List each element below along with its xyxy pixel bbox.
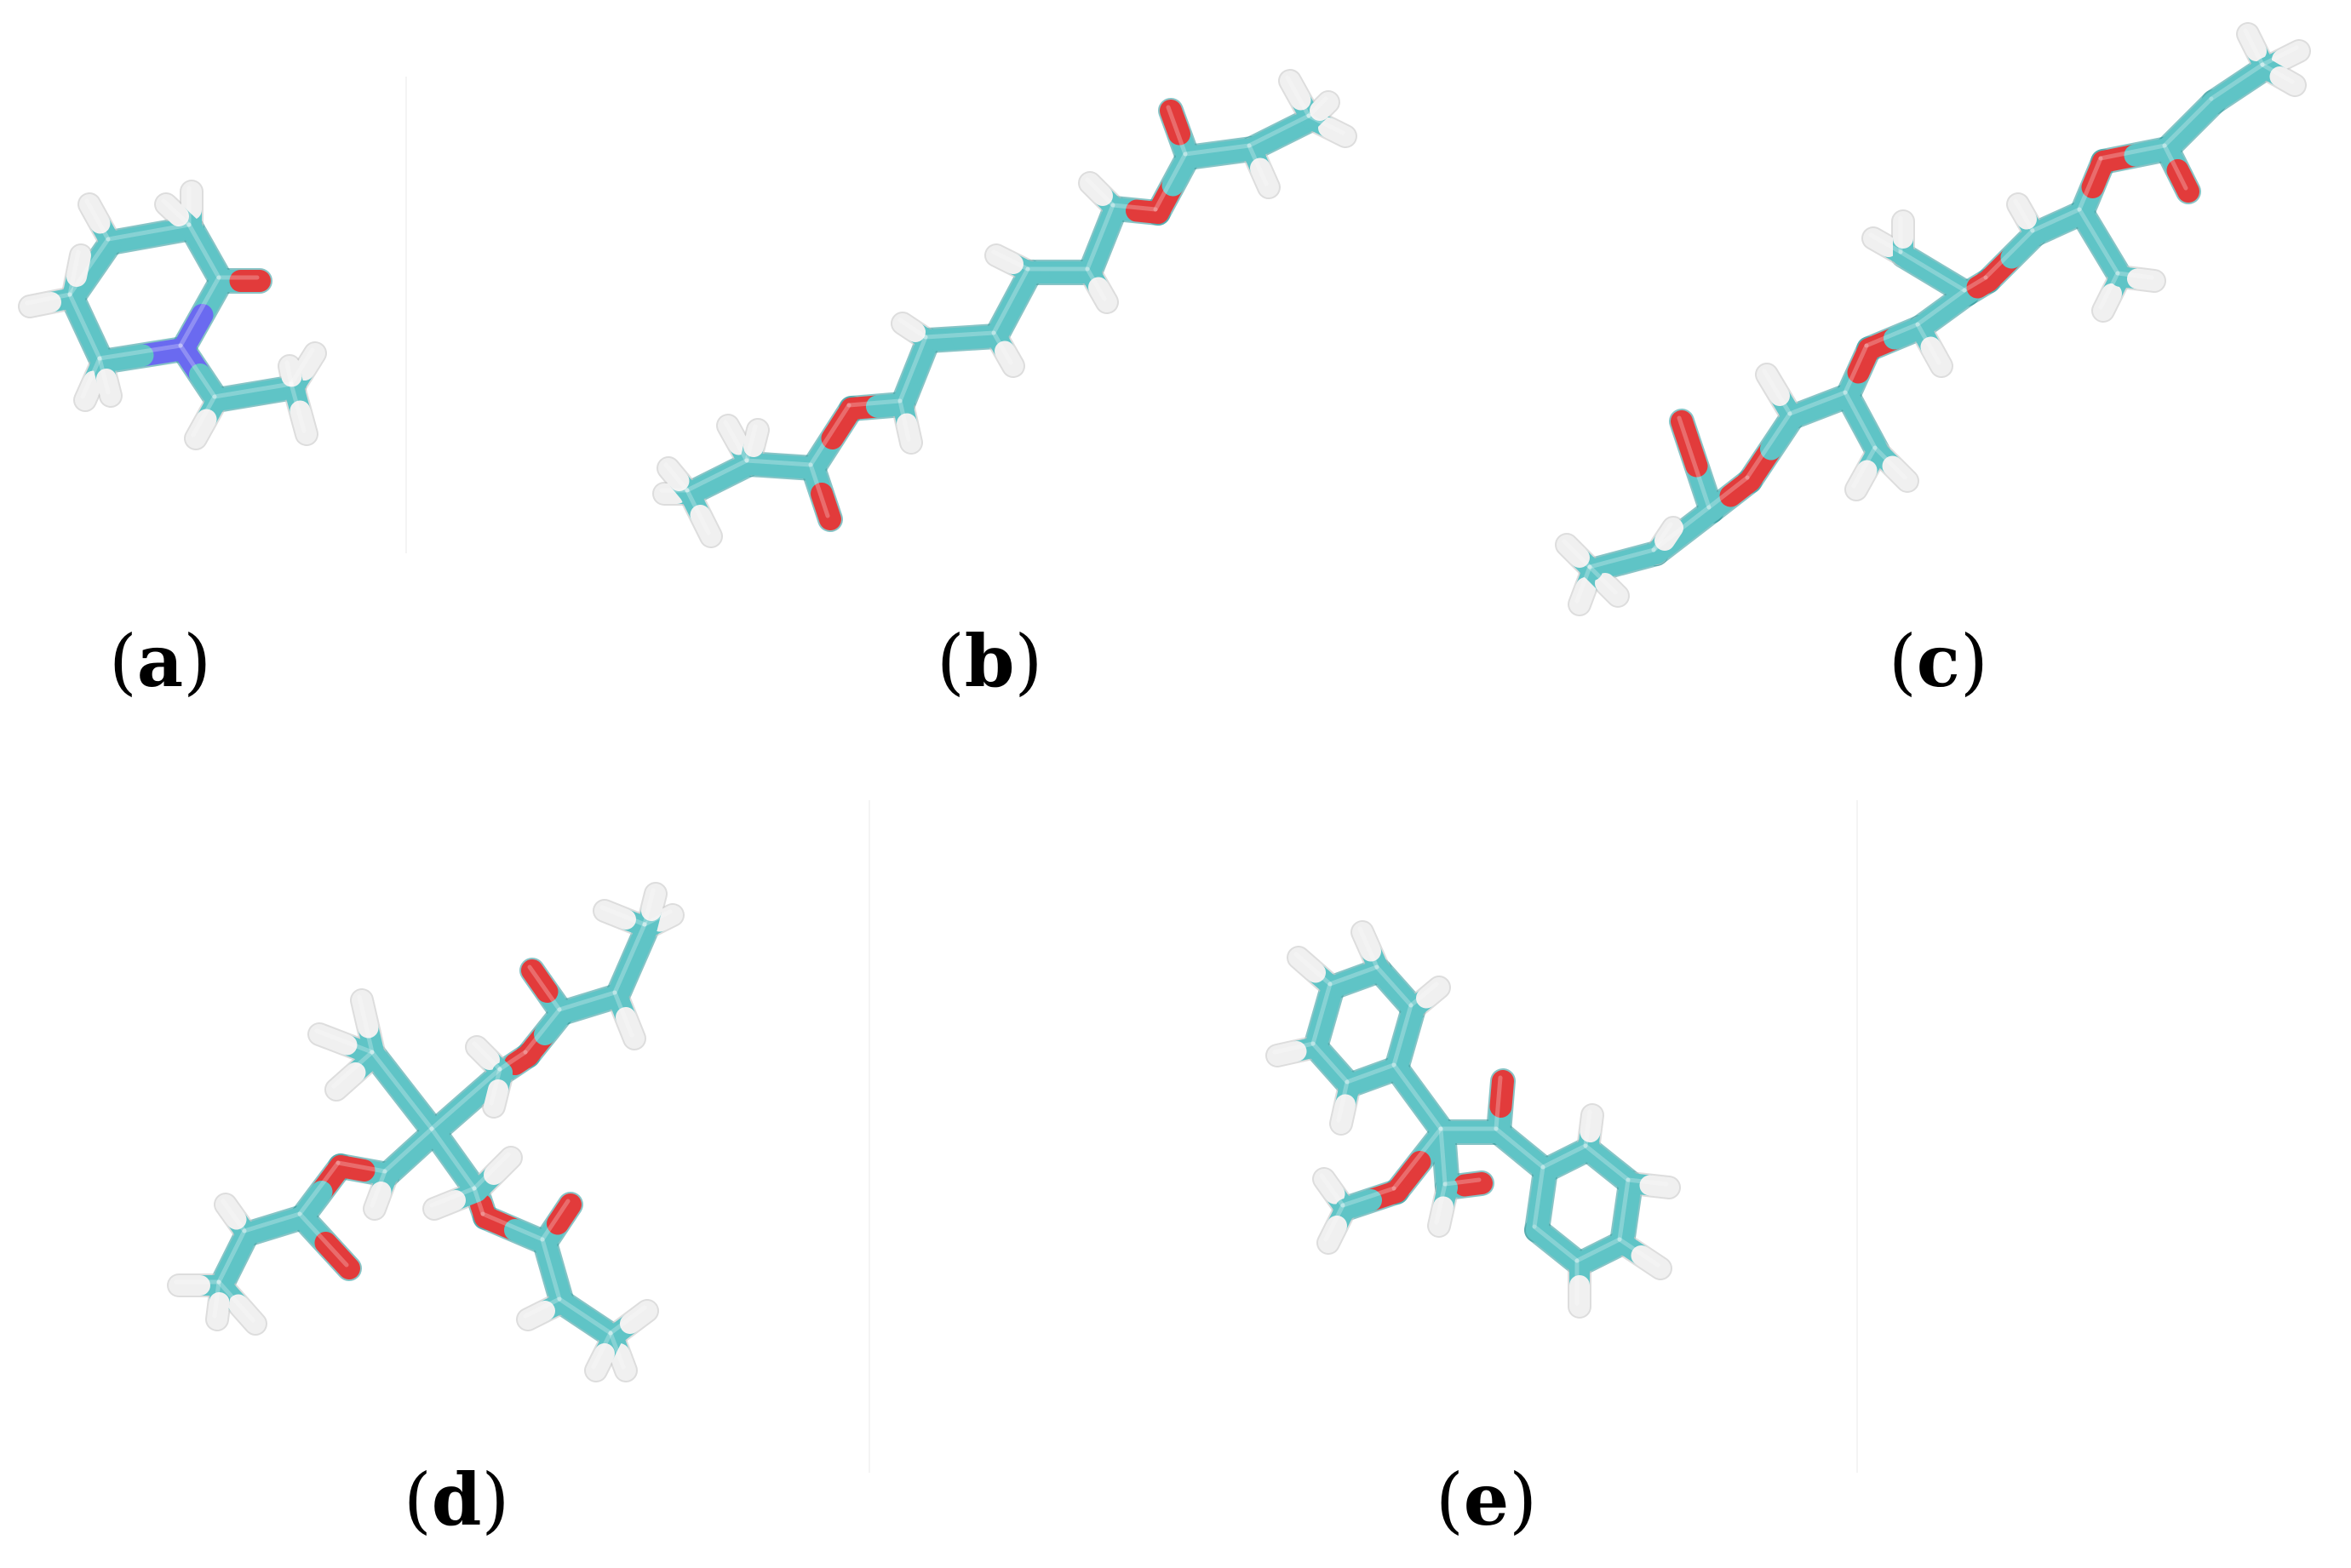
panel-letter: e bbox=[1463, 1457, 1510, 1542]
panel-letter: b bbox=[964, 619, 1015, 703]
molecule-d bbox=[167, 882, 685, 1382]
panel-letter: a bbox=[136, 619, 184, 703]
molecule-b bbox=[652, 69, 1357, 548]
panel-label-a: (a) bbox=[109, 619, 211, 703]
panel-divider bbox=[1856, 800, 1858, 1473]
molecule-a bbox=[18, 180, 327, 450]
panel-label-b: (b) bbox=[937, 619, 1043, 703]
molecule-e bbox=[1265, 920, 1681, 1319]
panel-letter: d bbox=[431, 1457, 482, 1542]
panel-letter: c bbox=[1916, 619, 1960, 703]
panel-divider bbox=[869, 800, 870, 1473]
panel-label-c: (c) bbox=[1889, 619, 1988, 703]
panel-label-d: (d) bbox=[404, 1457, 510, 1542]
panel-label-e: (e) bbox=[1436, 1457, 1538, 1542]
panel-divider bbox=[405, 77, 407, 553]
molecule-c bbox=[1555, 22, 2311, 616]
